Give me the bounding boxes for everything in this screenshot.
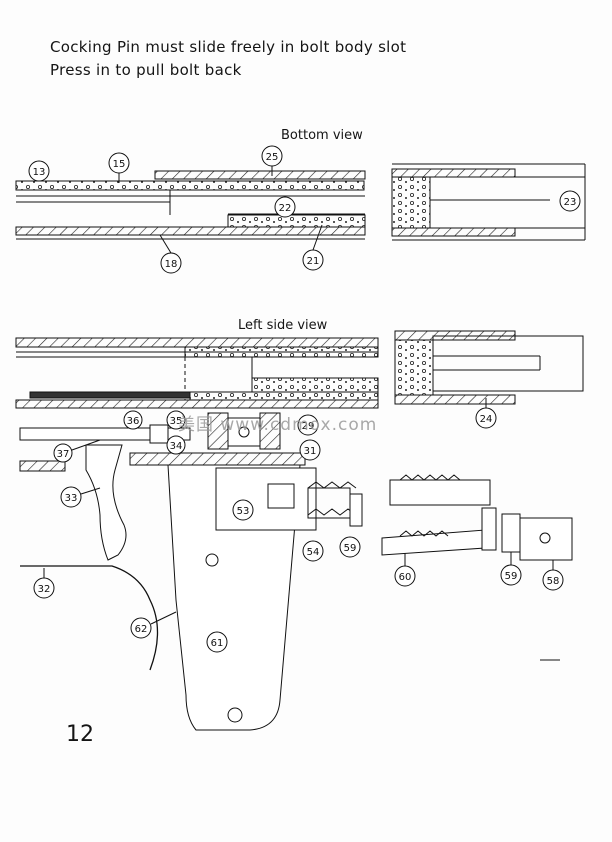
callout-53: 53 <box>232 499 254 521</box>
callout-60: 60 <box>394 553 416 587</box>
callout-54-label: 54 <box>307 547 320 558</box>
callout-31: 31 <box>299 439 321 461</box>
callout-34: 34 <box>166 435 186 455</box>
callout-59-right: 59 <box>500 552 522 586</box>
callout-15-label: 15 <box>113 159 126 170</box>
callout-34-label: 34 <box>170 441 183 452</box>
callout-53-label: 53 <box>237 506 250 517</box>
callout-61: 61 <box>206 631 228 653</box>
callout-24-label: 24 <box>480 414 493 425</box>
callout-54: 54 <box>302 540 324 562</box>
bottom-view-label: Bottom view <box>281 128 363 143</box>
left-side-view-drawing <box>15 330 584 731</box>
callout-58: 58 <box>542 560 564 591</box>
callout-31-label: 31 <box>304 446 317 457</box>
callout-29-label: 29 <box>302 421 315 432</box>
callout-60-label: 60 <box>399 572 412 583</box>
callout-22: 22 <box>274 196 296 218</box>
callout-18: 18 <box>159 234 182 274</box>
callout-13: 13 <box>28 160 50 182</box>
left-side-view-label: Left side view <box>238 318 328 333</box>
callout-24: 24 <box>475 398 497 429</box>
note-cocking-pin: Cocking Pin must slide freely in bolt bo… <box>50 38 407 56</box>
callout-33: 33 <box>60 486 101 508</box>
callout-15: 15 <box>108 152 130 183</box>
callout-25-label: 25 <box>266 152 279 163</box>
watermark: 美国 www.cdmox.com <box>178 415 378 435</box>
callout-13-label: 13 <box>33 167 46 178</box>
callout-23-label: 23 <box>564 197 577 208</box>
callout-62: 62 <box>130 611 177 639</box>
callout-32-label: 32 <box>38 584 51 595</box>
callout-37-label: 37 <box>57 449 70 460</box>
callout-59-left-label: 59 <box>344 543 357 554</box>
note-press-in: Press in to pull bolt back <box>50 61 242 79</box>
callout-59-left: 59 <box>339 536 361 558</box>
bottom-view-drawing <box>15 163 586 241</box>
callout-36: 36 <box>123 410 143 430</box>
callout-18-label: 18 <box>165 259 178 270</box>
callout-21-label: 21 <box>307 256 320 267</box>
callout-37: 37 <box>53 439 101 463</box>
callout-33-label: 33 <box>65 493 78 504</box>
callout-25: 25 <box>261 145 283 176</box>
callout-32: 32 <box>33 568 55 599</box>
callout-35: 35 <box>166 410 186 430</box>
callout-23: 23 <box>559 190 581 212</box>
callout-36-label: 36 <box>127 416 140 427</box>
callout-59-right-label: 59 <box>505 571 518 582</box>
page-number: 12 <box>66 722 94 747</box>
callout-62-label: 62 <box>135 624 148 635</box>
callout-22-label: 22 <box>279 203 292 214</box>
callout-29: 29 <box>297 414 319 436</box>
callout-35-label: 35 <box>170 416 183 427</box>
callout-21: 21 <box>302 224 324 271</box>
callout-61-label: 61 <box>211 638 224 649</box>
callout-58-label: 58 <box>547 576 560 587</box>
